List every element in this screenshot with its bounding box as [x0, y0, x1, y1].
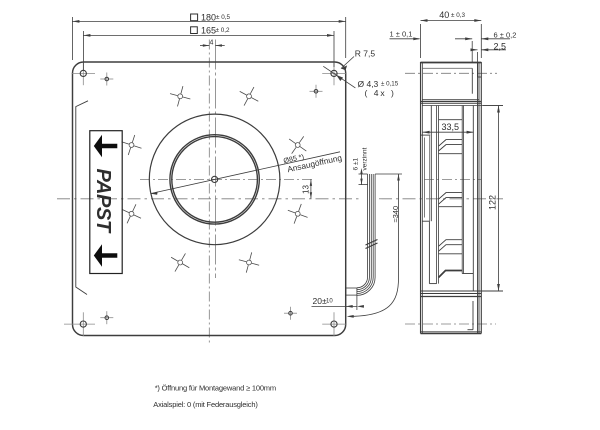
svg-text:1 ± 0,1: 1 ± 0,1 [390, 30, 413, 39]
svg-text:≈340: ≈340 [391, 206, 400, 223]
svg-text:13: 13 [301, 185, 310, 194]
svg-text:33,5: 33,5 [442, 122, 460, 132]
svg-text:± 0,15: ± 0,15 [381, 81, 399, 88]
svg-text:PAPST: PAPST [92, 169, 114, 234]
svg-text:verzinnt: verzinnt [362, 148, 369, 171]
svg-text:20±: 20± [313, 296, 327, 306]
svg-text:Axialspiel: 0 (mit Federausgle: Axialspiel: 0 (mit Federausgleich) [153, 400, 258, 409]
svg-text:165: 165 [201, 25, 216, 35]
svg-text:6 ± 0,2: 6 ± 0,2 [494, 31, 517, 40]
svg-text:R 7,5: R 7,5 [355, 49, 376, 59]
svg-text:± 0,2: ± 0,2 [216, 27, 230, 34]
svg-text:180: 180 [201, 13, 216, 23]
svg-text:± 0,3: ± 0,3 [451, 12, 465, 19]
svg-text:Ø85 *): Ø85 *) [282, 152, 304, 165]
svg-text:2,5: 2,5 [494, 42, 507, 52]
svg-text:4: 4 [210, 39, 214, 46]
svg-text:40: 40 [439, 10, 449, 20]
svg-text:10: 10 [326, 299, 333, 305]
svg-text:( 4x ): ( 4x ) [365, 88, 396, 98]
svg-text:Ø 4,3: Ø 4,3 [358, 79, 379, 89]
svg-text:± 0,5: ± 0,5 [216, 14, 230, 21]
svg-text:122: 122 [488, 195, 498, 210]
svg-text:*) Öffnung für Montagewand ≥ 1: *) Öffnung für Montagewand ≥ 100mm [155, 384, 276, 393]
svg-text:6 ±1: 6 ±1 [353, 158, 360, 171]
